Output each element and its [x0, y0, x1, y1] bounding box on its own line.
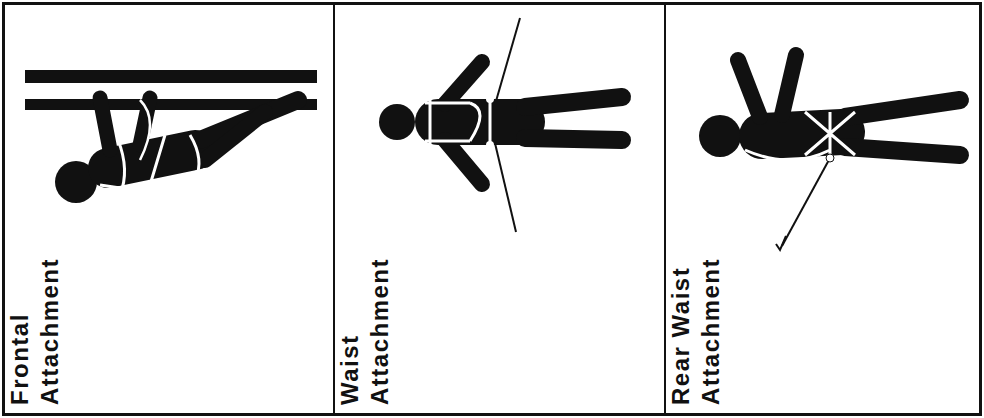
panel-box: Rear Waist Attachment — [664, 3, 981, 415]
figure-head — [699, 115, 741, 157]
panel-label: Frontal Attachment — [5, 229, 65, 405]
panel-box: Waist Attachment — [333, 3, 666, 415]
lanyard — [782, 158, 830, 246]
frontal-figure — [25, 70, 317, 203]
harness-strap — [745, 112, 855, 160]
figure-arm — [100, 98, 110, 150]
harness-strap — [425, 99, 490, 145]
figure-leg — [845, 100, 960, 117]
figure-arm — [445, 62, 482, 104]
figure-leg — [205, 112, 265, 160]
harness-strap — [100, 135, 200, 195]
lanyard-hook — [776, 236, 786, 250]
d-ring — [486, 141, 494, 149]
figure-head — [379, 104, 415, 140]
d-ring — [826, 154, 834, 162]
panel-box: Frontal Attachment — [3, 3, 335, 415]
figure-leg — [525, 97, 622, 107]
panel-label: Waist Attachment — [335, 229, 395, 405]
figure-leg — [845, 147, 960, 155]
panel-label: Rear Waist Attachment — [666, 229, 726, 405]
anchor-bar — [25, 70, 317, 83]
waist-figure — [379, 18, 622, 232]
rear-waist-figure — [699, 55, 960, 250]
figure-arm — [445, 140, 482, 184]
outer-frame — [3, 3, 981, 415]
d-ring — [486, 95, 494, 103]
figure-arm — [738, 60, 760, 117]
lanyard — [140, 100, 150, 160]
figure-leg — [525, 138, 622, 140]
figure-arm — [782, 55, 796, 115]
